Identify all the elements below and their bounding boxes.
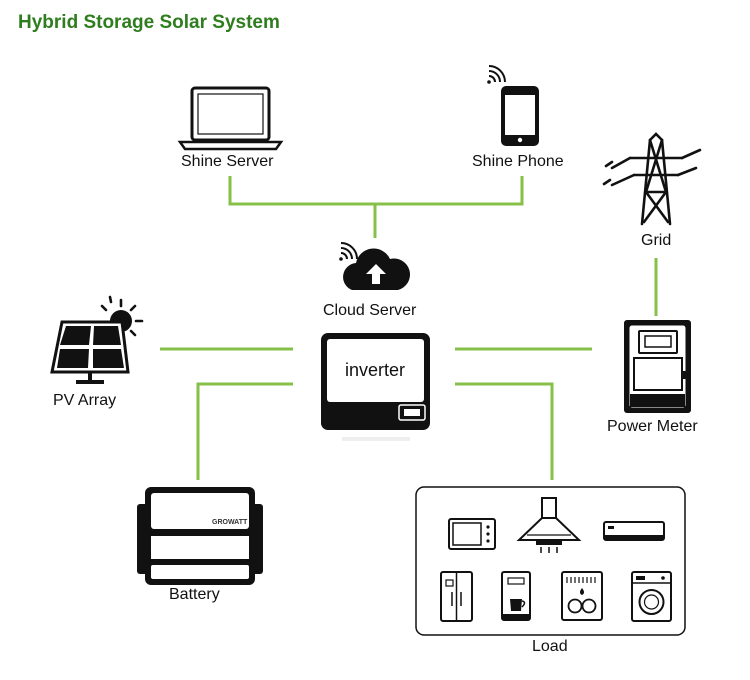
dishwasher-icon (561, 571, 603, 621)
range-hood-icon (516, 497, 582, 553)
battery-icon (137, 487, 263, 585)
shine-phone-label: Shine Phone (472, 153, 564, 170)
inverter-icon (321, 333, 430, 441)
transmission-tower-icon (602, 132, 702, 226)
connector-battery-inverter (196, 382, 293, 480)
grid-label: Grid (641, 232, 672, 249)
connectors (160, 176, 658, 480)
coffee-maker-icon (501, 571, 531, 621)
air-conditioner-icon (603, 521, 665, 541)
solar-panel-icon (50, 295, 144, 384)
battery-label: Battery (169, 586, 220, 603)
laptop-icon (177, 86, 284, 151)
diagram-title: Hybrid Storage Solar System (18, 12, 280, 33)
inverter-label: inverter (345, 360, 406, 380)
phone-icon (501, 86, 539, 146)
pv-array-label: PV Array (53, 392, 117, 409)
shine-server-label: Shine Server (181, 153, 274, 170)
cloud-server-label: Cloud Server (323, 302, 417, 319)
microwave-icon (448, 518, 496, 550)
cloud-icon (343, 248, 411, 290)
power-meter-label: Power Meter (607, 418, 698, 435)
connector-inverter-load (455, 382, 554, 480)
connector-server-phone (228, 176, 524, 206)
load-label: Load (532, 638, 568, 655)
washing-machine-icon (631, 571, 672, 622)
phone-wifi-icon (487, 65, 506, 84)
power-meter-icon (624, 320, 691, 413)
refrigerator-icon (440, 571, 473, 622)
battery-brand: GROWATT (212, 519, 248, 526)
cloud-wifi-icon (339, 242, 358, 261)
